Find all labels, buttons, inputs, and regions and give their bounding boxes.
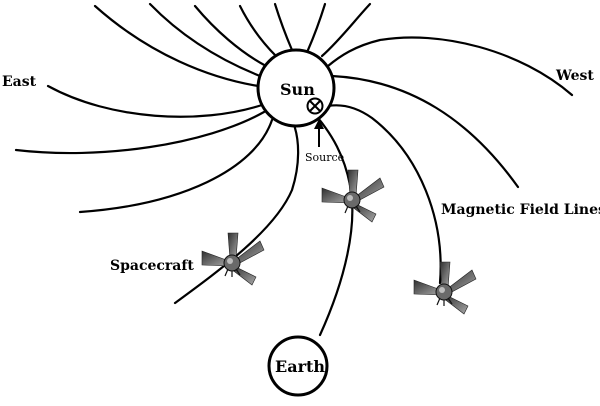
field-lines-label: Magnetic Field Lines	[441, 202, 600, 218]
circled-x-icon	[306, 97, 324, 115]
field-line	[273, 2, 294, 52]
spacecraft-icon	[413, 261, 477, 315]
source-arrow	[314, 119, 324, 147]
field-line	[306, 2, 327, 52]
field-line	[78, 118, 274, 214]
field-line	[326, 36, 574, 97]
field-line	[14, 110, 266, 155]
source-label: Source	[305, 151, 344, 164]
sun: Sun	[256, 48, 336, 128]
east-label: East	[2, 74, 37, 90]
field-line	[46, 84, 264, 118]
earth-label: Earth	[275, 357, 325, 376]
field-line	[326, 104, 442, 285]
earth: Earth	[267, 335, 329, 397]
spacecraft-icon	[201, 232, 265, 286]
field-line	[148, 2, 262, 78]
west-label: West	[555, 68, 594, 84]
field-line	[238, 4, 278, 58]
field-line	[330, 74, 520, 189]
field-line	[173, 120, 300, 305]
field-line	[93, 4, 260, 88]
field-line	[193, 4, 268, 68]
spacecraft-label: Spacecraft	[110, 258, 194, 274]
field-line	[320, 2, 372, 58]
sun-label: Sun	[280, 80, 315, 99]
